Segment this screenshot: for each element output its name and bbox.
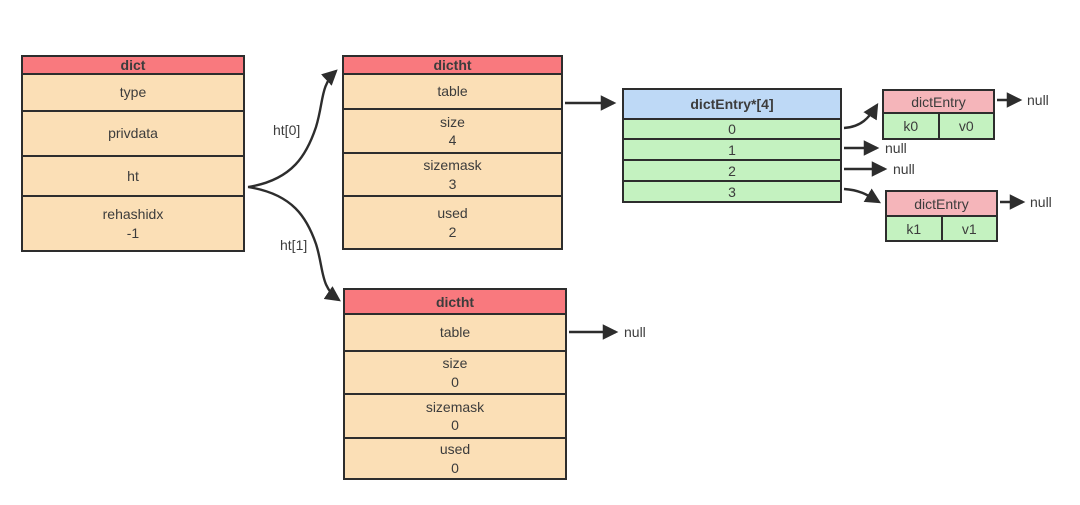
entry0-header: dictEntry [884, 91, 993, 114]
dictht0-sizemask-label: sizemask [423, 157, 482, 174]
entry1-value: v1 [961, 220, 977, 237]
entry1-box: dictEntry k1 v1 [885, 190, 998, 242]
dictht1-row-size: size 0 [345, 352, 565, 395]
dictht1-table-null-label: null [624, 324, 646, 340]
dict-row-ht-label: ht [127, 167, 139, 184]
bucket-array-header: dictEntry*[4] [624, 90, 840, 120]
dictht1-title: dictht [435, 293, 475, 310]
dictht0-box: dictht table size 4 sizemask 3 used 2 [342, 55, 563, 250]
dictht1-table-label: table [439, 324, 471, 341]
dictht1-size-value: 0 [451, 373, 459, 390]
entry1-key-cell: k1 [887, 217, 941, 240]
dictht0-row-used: used 2 [344, 197, 561, 248]
dictht0-used-value: 2 [448, 223, 457, 240]
entry1-value-cell: v1 [940, 217, 996, 240]
ht1-pointer-label: ht[1] [280, 237, 308, 253]
bucket-slot-0-label: 0 [728, 121, 736, 137]
dictht1-row-sizemask: sizemask 0 [345, 395, 565, 439]
entry0-key-cell: k0 [884, 114, 938, 138]
dict-row-ht: ht [23, 157, 243, 197]
bucket1-null-label: null [885, 140, 907, 156]
entry1-key: k1 [906, 220, 922, 237]
dictht0-header: dictht [344, 57, 561, 75]
bucket-slot-2-label: 2 [728, 162, 736, 179]
dictht1-size-label: size [442, 355, 468, 372]
dictht0-size-value: 4 [448, 132, 457, 148]
dictht0-used-label: used [437, 205, 468, 222]
arrow-slot0-to-entry0 [843, 103, 879, 130]
dict-row-rehashidx-value: -1 [126, 224, 140, 241]
dictht0-sizemask-value: 3 [448, 175, 457, 192]
dict-row-rehashidx-label: rehashidx [102, 206, 164, 223]
bucket-slot-3-label: 3 [728, 183, 736, 200]
bucket-slot-3: 3 [624, 182, 840, 201]
dictht1-row-table: table [345, 315, 565, 352]
entry0-next-null-label: null [1027, 92, 1049, 108]
bucket-slot-1: 1 [624, 140, 840, 161]
entry0-cells: k0 v0 [884, 114, 993, 138]
entry1-title: dictEntry [914, 195, 969, 212]
dict-row-privdata-label: privdata [108, 125, 158, 142]
dict-row-type: type [23, 75, 243, 112]
bucket-array-box: dictEntry*[4] 0 1 2 3 [622, 88, 842, 203]
bucket2-null-label: null [893, 161, 915, 177]
entry0-box: dictEntry k0 v0 [882, 89, 995, 140]
dictht0-table-label: table [437, 83, 468, 100]
ht0-pointer-label: ht[0] [273, 122, 301, 138]
dict-row-privdata: privdata [23, 112, 243, 157]
dict-row-type-label: type [119, 84, 147, 101]
entry0-title: dictEntry [911, 93, 966, 110]
dictht0-row-sizemask: sizemask 3 [344, 154, 561, 197]
dictht1-used-label: used [439, 441, 471, 458]
bucket-slot-0: 0 [624, 120, 840, 140]
entry0-value: v0 [958, 118, 974, 134]
dict-box: dict type privdata ht rehashidx -1 [21, 55, 245, 252]
dictht0-size-label: size [440, 113, 465, 130]
dictht1-sizemask-value: 0 [451, 417, 459, 433]
dictht1-sizemask-label: sizemask [425, 398, 485, 415]
entry1-next-null-label: null [1030, 194, 1052, 210]
dictht0-row-table: table [344, 75, 561, 110]
bucket-slot-2: 2 [624, 161, 840, 182]
dictht1-row-used: used 0 [345, 439, 565, 478]
dict-title: dict [120, 57, 146, 73]
entry0-key: k0 [903, 118, 919, 134]
dict-row-rehashidx: rehashidx -1 [23, 197, 243, 250]
dictht0-title: dictht [433, 57, 472, 73]
bucket-slot-1-label: 1 [728, 141, 736, 158]
bucket-array-title: dictEntry*[4] [690, 96, 774, 112]
entry1-header: dictEntry [887, 192, 996, 217]
dictht1-used-value: 0 [451, 459, 459, 476]
dictht1-header: dictht [345, 290, 565, 315]
entry1-cells: k1 v1 [887, 217, 996, 240]
dictht1-box: dictht table size 0 sizemask 0 used 0 [343, 288, 567, 480]
dict-header: dict [23, 57, 243, 75]
dictht0-row-size: size 4 [344, 110, 561, 154]
entry0-value-cell: v0 [937, 114, 993, 138]
arrow-slot3-to-entry1 [843, 187, 882, 204]
